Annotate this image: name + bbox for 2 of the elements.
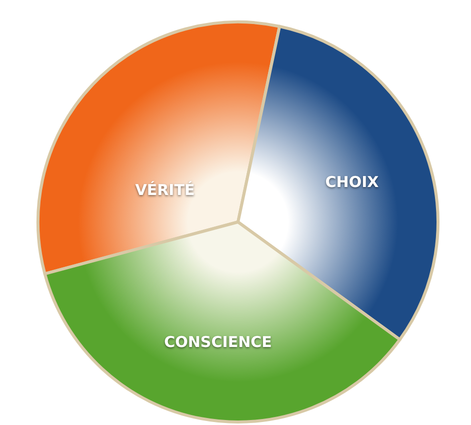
segment-label: CONSCIENCE — [164, 333, 272, 351]
segment-label: CHOIX — [325, 173, 379, 191]
